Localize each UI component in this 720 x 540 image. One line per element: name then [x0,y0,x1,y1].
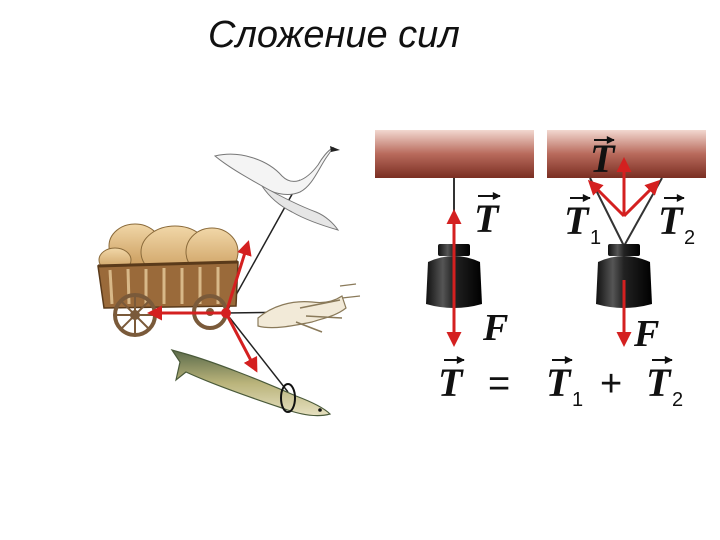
fable-illustration [97,146,361,417]
single-suspension: T F [375,130,534,349]
swan-icon [213,146,340,231]
vector-sum-equation: T = T 1 + T 2 [438,356,683,411]
eq-T: T [438,360,464,405]
ceiling-right [547,130,706,178]
force-arrows-fable [147,240,258,373]
slide-title: Сложение сил [208,14,460,56]
label-F: F [482,307,508,349]
label-T1: T [564,198,590,243]
eq-plus: + [600,363,622,405]
crayfish-icon [257,283,361,333]
label-T2-sub: 2 [684,227,695,249]
eq-equals: = [488,363,510,405]
eq-T2: T [646,360,672,405]
eq-T1-sub: 1 [572,389,583,411]
ceiling-left [375,130,534,178]
label-T2: T [658,198,684,243]
pike-icon [170,348,332,417]
eq-T1: T [546,360,572,405]
cart-icon [97,223,239,337]
eq-T2-sub: 2 [672,389,683,411]
double-suspension: T T 1 T 2 F [547,130,706,355]
label-right-T: T [590,136,616,181]
label-T: T [474,196,500,241]
label-T1-sub: 1 [590,227,601,249]
label-right-F: F [633,313,659,355]
